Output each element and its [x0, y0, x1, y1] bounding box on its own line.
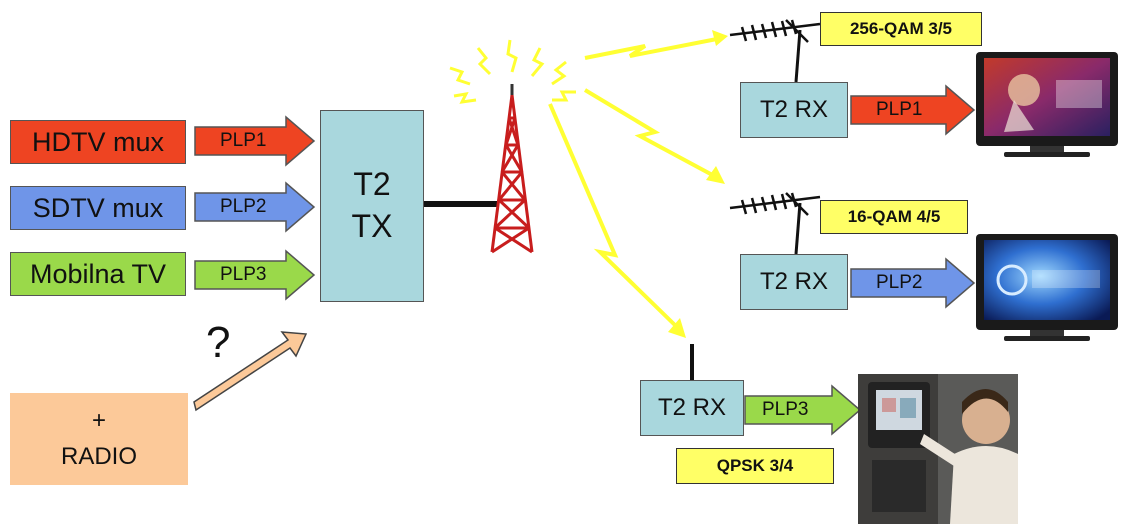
t2-receiver-1-label: T2 RX — [760, 96, 828, 124]
modulation-label-3: QPSK 3/4 — [717, 456, 794, 476]
plp1-in-label: PLP1 — [194, 115, 266, 167]
hdtv-mux-label: HDTV mux — [32, 127, 164, 158]
plp1-arrow-out: PLP1 — [850, 84, 976, 136]
hdtv-mux-box: HDTV mux — [10, 120, 186, 164]
antenna-icon-2 — [730, 193, 820, 254]
modulation-label-1: 256-QAM 3/5 — [850, 19, 952, 39]
plp2-in-label: PLP2 — [194, 181, 266, 233]
tv-news-image — [974, 232, 1120, 344]
modulation-label-2: 16-QAM 4/5 — [848, 207, 941, 227]
t2-receiver-3: T2 RX — [640, 380, 744, 436]
t2-transmitter-label: T2 TX — [352, 164, 393, 247]
mobile-tv-label: Mobilna TV — [30, 259, 166, 290]
plp1-out-label: PLP1 — [850, 84, 922, 136]
tx-link-cable — [424, 201, 498, 207]
sdtv-mux-box: SDTV mux — [10, 186, 186, 230]
plp3-out-label: PLP3 — [744, 384, 808, 436]
radio-label: + RADIO — [61, 403, 137, 475]
t2-receiver-2: T2 RX — [740, 254, 848, 310]
plp3-arrow-in: PLP3 — [194, 249, 316, 301]
tv-sports-image — [974, 50, 1120, 160]
t2-transmitter-box: T2 TX — [320, 110, 424, 302]
transmitter-tower-icon — [492, 84, 532, 252]
signal-bolts — [550, 30, 728, 338]
plp1-arrow-in: PLP1 — [194, 115, 316, 167]
modulation-tag-3: QPSK 3/4 — [676, 448, 834, 484]
t2-receiver-3-label: T2 RX — [658, 394, 726, 422]
signal-bolt-2 — [585, 90, 718, 178]
plp2-out-label: PLP2 — [850, 257, 922, 309]
modulation-tag-2: 16-QAM 4/5 — [820, 200, 968, 234]
signal-bolt-1 — [585, 38, 722, 58]
radio-box: + RADIO — [10, 393, 188, 485]
plp3-in-label: PLP3 — [194, 249, 266, 301]
sdtv-mux-label: SDTV mux — [33, 193, 164, 224]
plp2-arrow-in: PLP2 — [194, 181, 316, 233]
modulation-tag-1: 256-QAM 3/5 — [820, 12, 982, 46]
signal-bolt-3 — [550, 104, 680, 330]
antenna-icon-1 — [730, 20, 820, 82]
plp3-arrow-out: PLP3 — [744, 384, 862, 436]
mobile-tv-box: Mobilna TV — [10, 252, 186, 296]
t2-receiver-1: T2 RX — [740, 82, 848, 138]
plp2-arrow-out: PLP2 — [850, 257, 976, 309]
car-tv-photo — [858, 374, 1018, 524]
question-mark: ? — [206, 318, 230, 368]
t2-receiver-2-label: T2 RX — [760, 268, 828, 296]
